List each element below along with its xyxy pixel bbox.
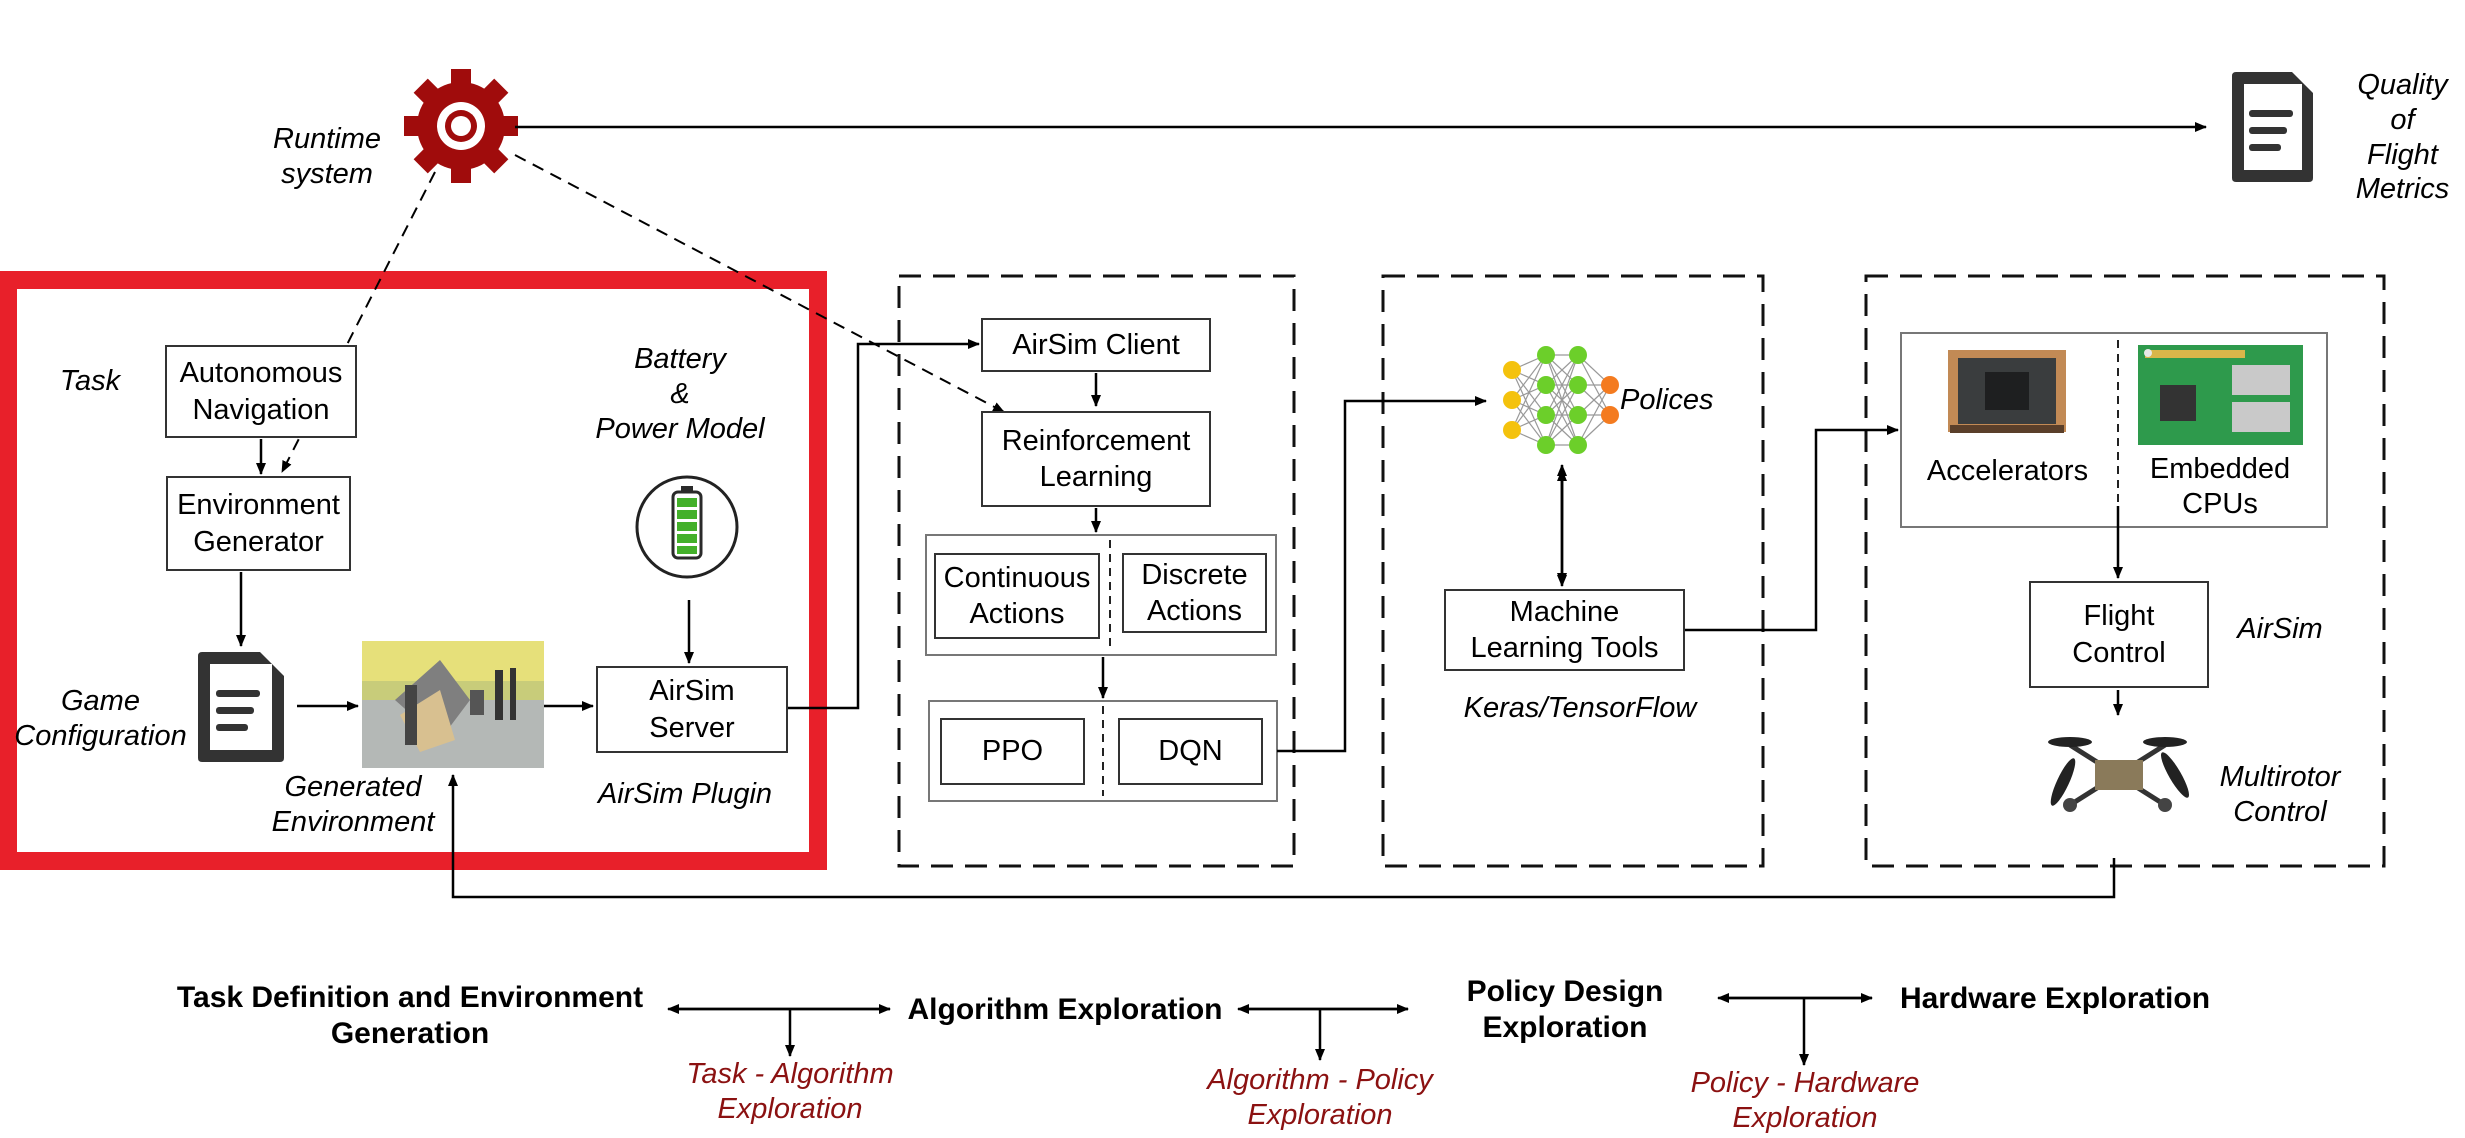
cpu-board-image — [2138, 345, 2303, 445]
neural-network-icon — [1503, 346, 1619, 454]
hardware-exploration-label: Hardware Exploration — [1899, 982, 2211, 1015]
hardware-inner-frame — [1900, 332, 2328, 528]
task-algorithm-label: Task - Algorithm Exploration — [686, 1058, 894, 1125]
discrete-actions-box: Discrete Actions — [1122, 553, 1267, 633]
multirotor-control-label: Multirotor Control — [2219, 761, 2341, 828]
environment-generator-box: Environment Generator — [166, 476, 351, 571]
airsim-label: AirSim — [2237, 613, 2323, 645]
dqn-box: DQN — [1118, 718, 1263, 785]
quality-metrics-label: Quality of Flight Metrics — [2355, 69, 2450, 206]
nn-node — [1601, 376, 1619, 394]
drone-icon — [2048, 737, 2189, 812]
nn-node — [1537, 406, 1555, 424]
ppo-box: PPO — [940, 718, 1085, 785]
accelerators-label: Accelerators — [1926, 455, 2089, 487]
environment-image — [362, 641, 544, 768]
keras-tensorflow-label: Keras/TensorFlow — [1463, 692, 1697, 724]
nn-node — [1537, 436, 1555, 454]
gear-icon — [404, 69, 518, 183]
algorithm-frame — [897, 274, 1296, 868]
reinforcement-learning-box: Reinforcement Learning — [981, 411, 1211, 507]
runtime-system-label: Runtime system — [273, 123, 381, 190]
policy-hardware-label: Policy - Hardware Exploration — [1690, 1067, 1920, 1134]
ml-tools-box: Machine Learning Tools — [1444, 589, 1685, 671]
nn-node — [1503, 421, 1521, 439]
battery-icon — [635, 475, 739, 579]
nn-node — [1569, 406, 1587, 424]
embedded-cpus-label: Embedded CPUs — [2149, 453, 2291, 520]
nn-node — [1569, 376, 1587, 394]
policy-design-label: Policy Design Exploration — [1466, 975, 1664, 1044]
airsim-plugin-label: AirSim Plugin — [597, 778, 773, 810]
task-label: Task — [59, 365, 121, 397]
nn-node — [1537, 346, 1555, 364]
task-definition-label: Task Definition and Environment Generati… — [176, 981, 644, 1050]
algorithm-exploration-label: Algorithm Exploration — [907, 993, 1223, 1026]
generated-environment-label: Generated Environment — [271, 771, 435, 838]
polices-label: Polices — [1620, 384, 1714, 416]
accelerator-image — [1948, 350, 2066, 433]
hardware-frame — [1864, 274, 2386, 868]
nn-node — [1569, 346, 1587, 364]
document-icon — [198, 652, 284, 762]
battery-power-label: Battery & Power Model — [595, 343, 765, 445]
nn-node — [1503, 391, 1521, 409]
flight-control-box: Flight Control — [2029, 581, 2209, 688]
nn-node — [1569, 436, 1587, 454]
autonomous-navigation-box: Autonomous Navigation — [165, 345, 357, 438]
nn-node — [1537, 376, 1555, 394]
airsim-client-box: AirSim Client — [981, 318, 1211, 372]
continuous-actions-box: Continuous Actions — [934, 553, 1100, 639]
policy-frame — [1381, 274, 1765, 868]
algorithm-policy-label: Algorithm - Policy Exploration — [1207, 1064, 1433, 1131]
document-icon — [2232, 72, 2313, 182]
nn-node — [1503, 361, 1521, 379]
nn-node — [1601, 406, 1619, 424]
actions-frame — [925, 534, 1277, 656]
game-configuration-label: Game Configuration — [14, 685, 187, 752]
highlight-frame — [0, 271, 827, 870]
airsim-server-box: AirSim Server — [596, 666, 788, 753]
